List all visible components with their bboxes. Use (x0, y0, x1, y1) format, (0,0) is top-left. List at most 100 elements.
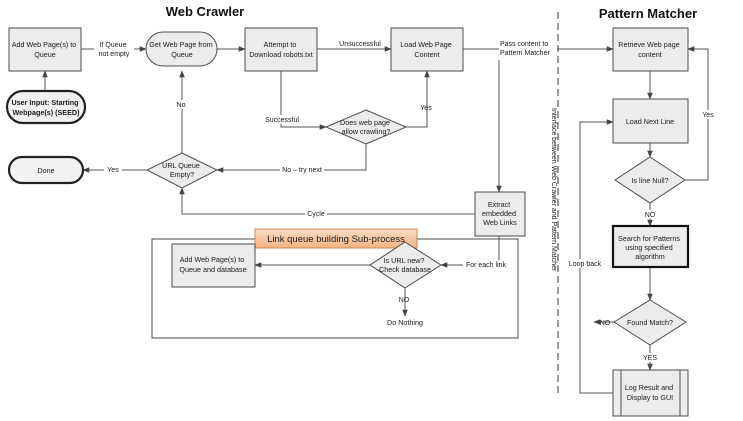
node-extract-links-line1: Extract (488, 200, 510, 209)
label-yes-line-null: Yes (702, 112, 714, 119)
node-user-input (5, 89, 87, 125)
node-extract-links (474, 191, 526, 237)
node-retrieve-content (612, 27, 689, 72)
node-attempt-robots-text: Attempt to Download robots.txt (249, 40, 313, 59)
label-bg-yes-line-null (700, 110, 716, 119)
node-retrieve-content-line1: Retrieve Web page (618, 40, 679, 49)
node-found-match (613, 299, 687, 346)
label-pass-content: Pass content to Pattern Matcher (500, 41, 550, 57)
node-is-url-new-text: Is URL new? Check database (379, 256, 431, 274)
node-log-result-line1: Log Result and (625, 383, 673, 392)
label-pass-content-line2: Pattern Matcher (500, 50, 550, 57)
label-bg-cycle (305, 209, 327, 218)
node-get-web-page-text: Get Web Page from Queue (149, 40, 214, 59)
label-yes-match: YES (643, 355, 657, 362)
node-retrieve-content-line2: content (638, 50, 662, 59)
node-log-result-text: Log Result and Display to GUI (625, 383, 675, 402)
label-loop-back: Loop back (569, 261, 602, 268)
node-is-url-new (369, 241, 442, 289)
pattern-matcher-title: Pattern Matcher (599, 6, 697, 21)
node-url-queue-empty-text: URL Queue Empty? (162, 161, 202, 179)
node-load-web-page-text: Load Web Page Content (400, 40, 453, 59)
label-bg-successful (263, 115, 301, 124)
node-add-to-queue-db (171, 243, 256, 288)
label-no-queue: No (177, 102, 186, 109)
label-bg-no-try-next (280, 165, 324, 174)
edge-log-loopback (579, 119, 614, 394)
label-bg-if-queue (94, 40, 134, 59)
node-get-web-page (145, 31, 218, 67)
node-search-patterns-line3: algorithm (635, 252, 665, 261)
label-for-each-link: For each link (466, 262, 507, 269)
node-load-web-page (390, 27, 464, 72)
node-retrieve-content-text: Retrieve Web page content (618, 40, 681, 59)
node-load-next-line (612, 98, 689, 144)
edge-allow-to-load (406, 70, 430, 128)
interface-label: Interface between Web Crawler and Patter… (550, 108, 557, 272)
node-add-web-pages (8, 27, 82, 72)
node-add-web-pages-text: Add Web Page(s) to Queue (12, 40, 79, 59)
label-bg-loop-back (567, 259, 603, 268)
node-load-next-line-text: Load Next Line (626, 117, 674, 126)
node-done-text: Done (37, 166, 54, 175)
node-is-url-new-line1: Is URL new? (384, 256, 425, 265)
node-search-patterns-text: Search for Patterns using specified algo… (618, 234, 682, 261)
node-log-result (612, 369, 689, 417)
node-user-input-line2: Webpage(s) (SEED) (13, 108, 81, 117)
node-search-patterns-line1: Search for Patterns (618, 234, 680, 243)
node-search-patterns (611, 224, 690, 269)
label-cycle: Cycle (307, 211, 325, 218)
label-unsuccessful: Unsuccessful (339, 41, 381, 48)
node-extract-links-text: Extract embedded Web Links (482, 200, 518, 227)
label-bg-no-queue (174, 100, 188, 109)
node-is-line-null-text: Is line Null? (631, 176, 668, 185)
node-attempt-robots-line1: Attempt to (264, 40, 297, 49)
node-user-input-line1: User Input: Starting (11, 98, 78, 107)
label-if-queue-line2: not empty (99, 51, 130, 58)
node-allow-crawling-line2: allow crawling? (342, 127, 391, 136)
node-log-result-line2: Display to GUI (627, 393, 673, 402)
label-if-queue: If Queue not empty (99, 42, 130, 58)
label-successful: Successful (265, 117, 299, 124)
node-found-match-text: Found Match? (627, 318, 673, 327)
node-extract-links-line3: Web Links (483, 218, 517, 227)
subprocess-title: Link queue building Sub-process (267, 234, 405, 245)
label-no-url: NO (399, 297, 410, 304)
label-no-match: NO (600, 320, 611, 327)
node-add-web-pages-line2: Queue (34, 50, 56, 59)
web-crawler-title: Web Crawler (166, 4, 245, 19)
label-no-line-null: NO (645, 212, 656, 219)
node-is-url-new-line2: Check database (379, 265, 431, 274)
label-bg-yes-match (641, 353, 659, 362)
node-is-line-null (614, 156, 686, 204)
label-no-try-next: No – try next (282, 167, 322, 174)
edge-extract-to-queue (179, 187, 475, 215)
node-url-queue-empty (145, 152, 219, 189)
label-bg-yes-done (104, 165, 122, 174)
node-attempt-robots-line2: Download robots.txt (249, 50, 313, 59)
edge-attempt-to-allow (280, 71, 327, 130)
node-get-web-page-line1: Get Web Page from (149, 40, 212, 49)
label-bg-pass-content (499, 39, 557, 57)
node-url-queue-empty-line1: URL Queue (162, 161, 200, 170)
node-load-web-page-line1: Load Web Page (400, 40, 451, 49)
node-attempt-robots (244, 27, 318, 72)
node-do-nothing: Do Nothing (387, 318, 423, 327)
label-bg-unsuccessful (336, 39, 384, 48)
node-add-to-queue-db-line1: Add Web Page(s) to (180, 255, 245, 264)
node-search-patterns-line2: using specified (625, 243, 673, 252)
node-done (7, 155, 85, 185)
node-allow-crawling (324, 109, 408, 145)
node-user-input-text: User Input: Starting Webpage(s) (SEED) (11, 98, 80, 117)
subprocess-title-box (254, 228, 418, 249)
node-add-to-queue-db-text: Add Web Page(s) to Queue and database (179, 255, 246, 274)
label-if-queue-line1: If Queue (100, 42, 127, 49)
node-add-web-pages-line1: Add Web Page(s) to (12, 40, 77, 49)
node-load-web-page-line2: Content (414, 50, 439, 59)
node-allow-crawling-text: Does web page allow crawling? (340, 118, 392, 136)
label-yes-done: Yes (107, 167, 119, 174)
label-pass-content-line1: Pass content to (500, 41, 548, 48)
edges (42, 46, 709, 394)
edge-allow-to-queue (216, 144, 367, 173)
